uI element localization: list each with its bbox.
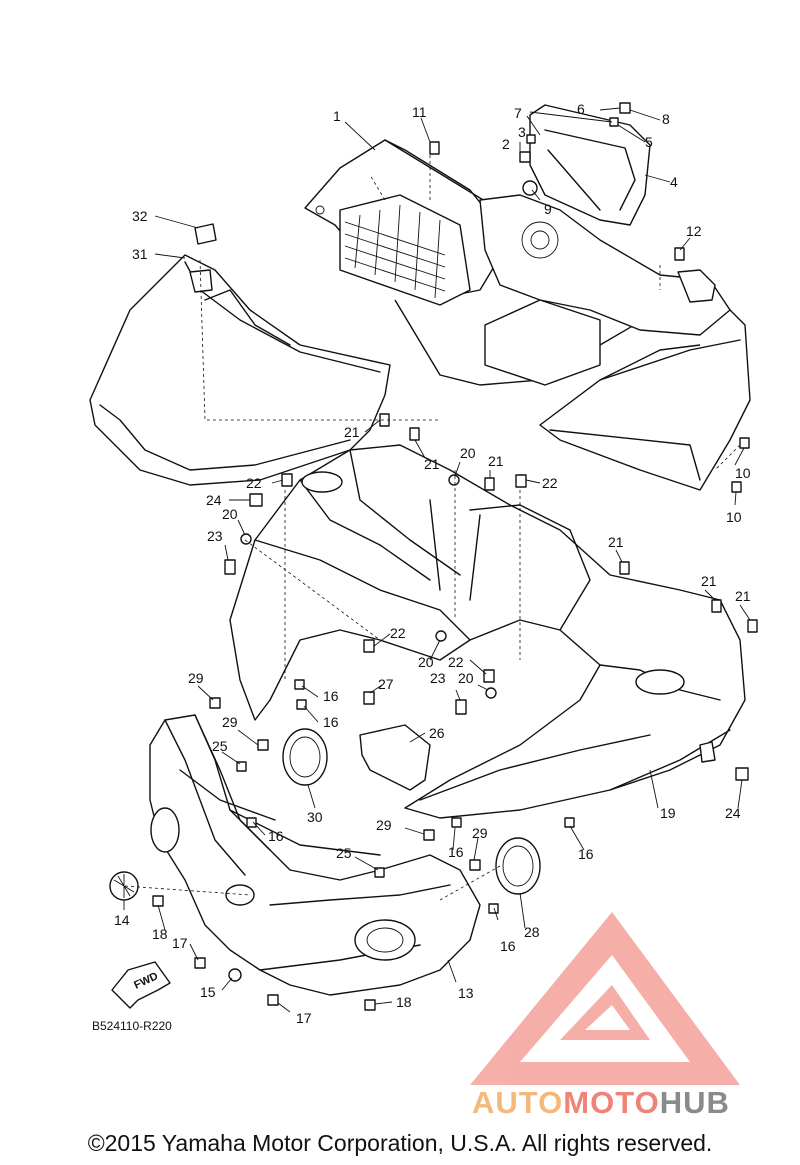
- callout-29-a: 29: [188, 670, 204, 686]
- part-4-meter-cover: [522, 104, 651, 226]
- callout-21-f: 21: [735, 588, 751, 604]
- callout-14: 14: [114, 912, 130, 928]
- callout-2: 2: [502, 136, 510, 152]
- part-30-headlight-ring: [282, 728, 328, 786]
- alignment-lines: [124, 155, 741, 901]
- callout-21-c: 21: [488, 453, 504, 469]
- part-31-top-cover: [89, 254, 391, 486]
- callout-25-a: 25: [212, 738, 228, 754]
- callout-28: 28: [524, 924, 540, 940]
- callout-16-d: 16: [448, 844, 464, 860]
- callout-20-a: 20: [460, 445, 476, 461]
- callout-29-b: 29: [222, 714, 238, 730]
- callout-30: 30: [307, 809, 323, 825]
- callout-21-d: 21: [608, 534, 624, 550]
- callout-16-b: 16: [323, 714, 339, 730]
- callout-18-b: 18: [396, 994, 412, 1010]
- callout-8: 8: [662, 111, 670, 127]
- callout-22-d: 22: [448, 654, 464, 670]
- callout-21-b: 21: [424, 456, 440, 472]
- callout-24-b: 24: [725, 805, 741, 821]
- callout-12: 12: [686, 223, 702, 239]
- callout-3: 3: [518, 124, 526, 140]
- callout-16-a: 16: [323, 688, 339, 704]
- callout-9: 9: [544, 201, 552, 217]
- callout-32: 32: [132, 208, 148, 224]
- callout-16-f: 16: [500, 938, 516, 954]
- callout-20-d: 20: [458, 670, 474, 686]
- callout-27: 27: [378, 676, 394, 692]
- part-28-headlight-ring: [495, 837, 541, 895]
- part-19-front-cowl: [229, 444, 746, 819]
- watermark-text-auto: AUTO: [472, 1085, 564, 1120]
- watermark-logo: [470, 912, 740, 1085]
- callout-17-a: 17: [172, 935, 188, 951]
- callout-24-a: 24: [206, 492, 222, 508]
- callout-26: 26: [429, 725, 445, 741]
- callout-10-lower: 10: [726, 509, 742, 525]
- callout-22-a: 22: [246, 475, 262, 491]
- diagram-reference-number: B524110-R220: [92, 1019, 172, 1033]
- part-14-emblem: [109, 871, 139, 901]
- callout-23-b: 23: [430, 670, 446, 686]
- callout-21-e: 21: [701, 573, 717, 589]
- callout-29-c: 29: [376, 817, 392, 833]
- callout-6: 6: [577, 101, 585, 117]
- fasteners: [152, 102, 758, 1011]
- leader-lines: [123, 107, 751, 1013]
- callout-17-b: 17: [296, 1010, 312, 1026]
- callout-5: 5: [645, 134, 653, 150]
- callout-18-a: 18: [152, 926, 168, 942]
- callout-4: 4: [670, 174, 678, 190]
- watermark-text-moto: MOTO: [563, 1085, 660, 1120]
- callout-1: 1: [333, 108, 341, 124]
- callout-20-c: 20: [418, 654, 434, 670]
- callout-7: 7: [514, 105, 522, 121]
- callout-20-b: 20: [222, 506, 238, 522]
- callout-23-a: 23: [207, 528, 223, 544]
- part-26-bracket: [359, 724, 431, 791]
- callout-29-d: 29: [472, 825, 488, 841]
- callout-11: 11: [412, 104, 427, 120]
- callout-19: 19: [660, 805, 676, 821]
- watermark-text: AUTOMOTOHUB: [472, 1085, 730, 1121]
- part-13-front-bumper: [149, 714, 481, 996]
- callout-16-e: 16: [578, 846, 594, 862]
- callout-31: 31: [132, 246, 148, 262]
- part-1-dash-housing: [304, 139, 751, 491]
- copyright-notice: ©2015 Yamaha Motor Corporation, U.S.A. A…: [87, 1130, 713, 1156]
- callout-labels: 1 2 3 4 5 6 7 8 9 10 10 11 12 13 14 15 1…: [114, 101, 751, 1026]
- callout-15: 15: [200, 984, 216, 1000]
- callout-22-b: 22: [542, 475, 558, 491]
- watermark-text-hub: HUB: [659, 1085, 730, 1120]
- callout-10-upper: 10: [735, 465, 751, 481]
- callout-13: 13: [458, 985, 474, 1001]
- fwd-arrow: FWD: [111, 961, 171, 1009]
- callout-21-a: 21: [344, 424, 360, 440]
- callout-22-c: 22: [390, 625, 406, 641]
- callout-25-b: 25: [336, 845, 352, 861]
- part-32-clip: [194, 223, 217, 245]
- callout-16-c: 16: [268, 828, 284, 844]
